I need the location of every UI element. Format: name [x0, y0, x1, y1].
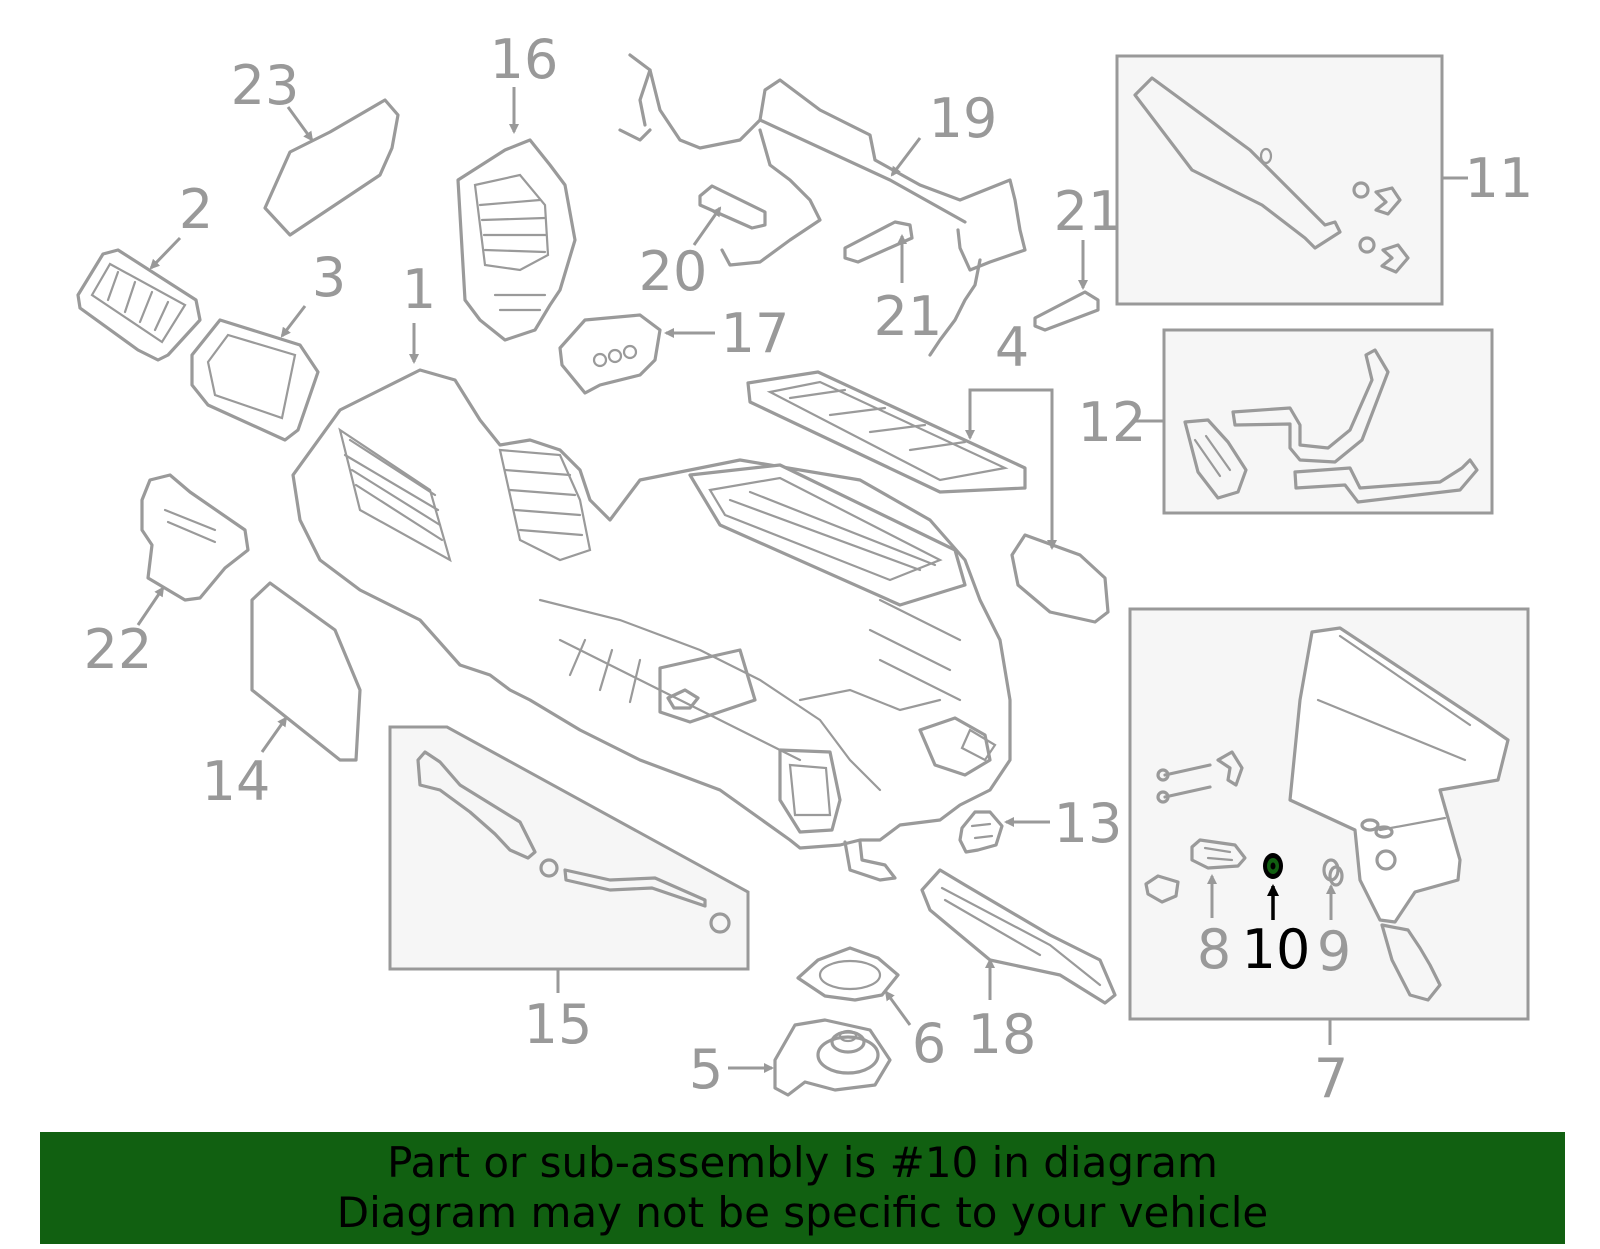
label-6: 6 — [912, 1012, 946, 1075]
label-14: 14 — [202, 750, 271, 813]
label-9: 9 — [1317, 920, 1351, 983]
part-6-seal-ring — [796, 946, 900, 1002]
part-9-washer — [1322, 858, 1340, 882]
leader-2 — [149, 236, 182, 270]
part-2-vent-grille — [76, 248, 202, 362]
part-21-clip-b — [1033, 290, 1100, 332]
leader-19 — [890, 137, 922, 177]
label-16: 16 — [490, 28, 559, 91]
part-21-clip-a — [843, 220, 914, 264]
part-10-highlighted — [1263, 853, 1283, 879]
leader-4 — [968, 388, 1054, 540]
label-12: 12 — [1078, 391, 1147, 454]
leader-14 — [260, 716, 288, 753]
label-19: 19 — [929, 87, 998, 150]
info-banner: Part or sub-assembly is #10 in diagram D… — [40, 1132, 1565, 1244]
banner-line-1: Part or sub-assembly is #10 in diagram — [387, 1138, 1218, 1187]
label-17: 17 — [721, 302, 790, 365]
part-20-clip — [698, 184, 767, 230]
leader-3 — [280, 305, 307, 338]
leader-23 — [286, 106, 314, 142]
part-13-bracket — [958, 810, 1004, 854]
leader-22 — [136, 586, 165, 626]
part-19-wire-harness — [618, 53, 1027, 357]
part-3-gasket — [190, 318, 320, 442]
label-7: 7 — [1314, 1047, 1348, 1110]
part-17-actuator-plate — [558, 313, 662, 395]
label-5: 5 — [689, 1038, 723, 1101]
label-4: 4 — [995, 316, 1029, 379]
part-14-cabin-filter — [250, 581, 362, 762]
label-2: 2 — [179, 178, 213, 241]
label-21b: 21 — [1054, 180, 1123, 243]
label-23: 23 — [231, 54, 300, 117]
leader-6 — [884, 990, 912, 1026]
part-16-blower — [456, 138, 577, 342]
label-21a: 21 — [874, 285, 943, 348]
label-20: 20 — [639, 240, 708, 303]
label-3: 3 — [312, 246, 346, 309]
part-5-motor — [773, 1018, 892, 1097]
label-15: 15 — [524, 993, 593, 1056]
leader-20 — [692, 206, 722, 246]
part-4-filter-door — [746, 370, 1110, 624]
inset-box-12 — [1162, 328, 1494, 515]
part-22-module — [140, 473, 250, 602]
label-1: 1 — [402, 258, 436, 321]
label-22: 22 — [84, 618, 153, 681]
label-13: 13 — [1054, 792, 1123, 855]
inset-box-15 — [388, 725, 750, 971]
label-10-highlighted: 10 — [1242, 918, 1311, 981]
label-8: 8 — [1197, 918, 1231, 981]
label-18: 18 — [968, 1003, 1037, 1066]
part-18-duct — [920, 868, 1117, 1005]
part-23-panel — [263, 98, 400, 237]
banner-line-2: Diagram may not be specific to your vehi… — [336, 1188, 1269, 1237]
inset-box-7 — [1128, 607, 1530, 1021]
inset-box-11 — [1115, 54, 1444, 306]
part-1-hvac-housing — [291, 368, 1012, 882]
label-11: 11 — [1465, 147, 1534, 210]
